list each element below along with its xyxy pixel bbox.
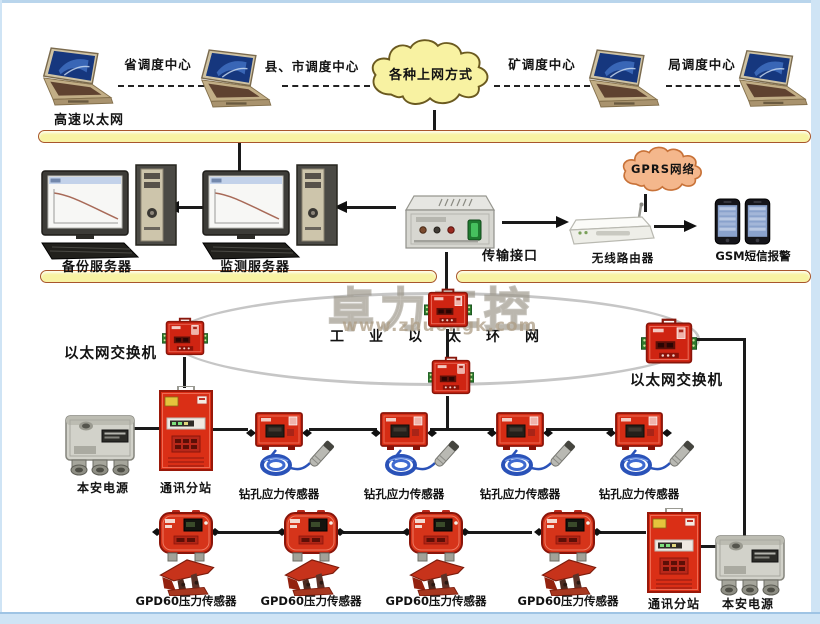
bus-line [218,531,280,534]
gsm-phone-icon [714,198,741,245]
dashed-link [118,85,204,87]
dashed-link [666,85,740,87]
leftswitch-to-substation-line [183,357,186,388]
dispatch-center-label: 局调度中心 [668,57,736,72]
power-supply-icon [64,410,136,478]
switch-right-label: 以太网交换机 [630,373,723,389]
pressure-sensor-label: GPD60压力传感器 [517,594,619,608]
stress-sensor-icon [371,409,475,481]
arrowhead-right [684,220,697,232]
stress-sensor-label: 钻孔应力传感器 [363,487,445,501]
arrowhead-right [556,216,569,228]
internet-cloud-label: 各种上网方式 [388,68,473,83]
backup-server-label: 备份服务器 [61,260,132,275]
backbone-label: 高速以太网 [54,113,125,128]
hydraulic-support-icon [540,558,598,596]
stress-sensor-label: 钻孔应力传感器 [479,487,561,501]
ring-switch-top-icon [424,288,472,331]
substation-icon [646,508,702,596]
gsm-alarm-label: GSM短信报警 [715,249,791,263]
hydraulic-support-icon [158,558,216,596]
power-right-label: 本安电源 [721,597,774,611]
stress-sensor-icon [246,409,350,481]
stress-sensor-label: 钻孔应力传感器 [598,487,680,501]
pressure-sensor-label: GPD60压力传感器 [135,594,237,608]
substation-right-label: 通讯分站 [647,597,700,611]
pressure-sensor-icon [152,510,220,562]
hydraulic-support-icon [283,558,341,596]
stress-sensor-label: 钻孔应力传感器 [238,487,320,501]
dashed-link [494,85,590,87]
ethernet-backbone-bar [38,130,811,143]
bus-line [600,531,646,534]
bus-line [430,428,494,431]
gsm-phone-icon [744,198,771,245]
bus-line [212,428,248,431]
backup-server-icon [40,163,190,263]
trans-to-ring-line [445,252,448,290]
ring-switch-bottom-icon [428,356,474,398]
ring-network-label: 工业以太环网 [330,326,564,346]
bus-line [700,545,716,548]
frame-right [811,0,820,624]
topswitch-to-bottomswitch-line [446,329,449,358]
dispatch-center-label: 县、市调度中心 [264,59,360,74]
cloud-to-bar-line [433,110,436,132]
bus-line [546,428,613,431]
power-left-label: 本安电源 [76,481,129,495]
underground-bus-bar-right [456,270,811,283]
substation-icon [158,386,214,474]
arrow-router-to-gsm [654,225,684,228]
monitoring-server-icon [201,163,351,263]
gprs-cloud-label: GPRS网络 [630,162,695,176]
laptop-icon [586,46,670,112]
hydraulic-support-icon [408,558,466,596]
bus-line [343,531,405,534]
transmission-interface-label: 传输接口 [482,249,539,264]
laptop-icon [736,47,818,111]
pressure-sensor-icon [534,510,602,562]
wireless-router-label: 无线路由器 [591,251,655,265]
stress-sensor-icon [487,409,591,481]
rightswitch-feed-hline [697,338,745,341]
switch-left-label: 以太网交换机 [64,346,157,362]
power-supply-icon [714,530,786,598]
arrow-trans-to-router [502,221,556,224]
underground-bus-bar-left [40,270,437,283]
bus-line [309,428,377,431]
stress-sensor-icon [606,409,710,481]
dispatch-center-label: 矿调度中心 [508,57,576,72]
arrow-trans-to-monitor [346,206,396,209]
pressure-sensor-icon [277,510,345,562]
pressure-sensor-label: GPD60压力传感器 [260,594,362,608]
laptop-icon [40,44,124,110]
dispatch-center-label: 省调度中心 [124,57,192,72]
bus-line [131,427,159,430]
bus-line [468,531,532,534]
pressure-sensor-label: GPD60压力传感器 [385,594,487,608]
bottomswitch-to-bus-line [446,396,449,430]
frame-left [0,0,2,624]
frame-top [0,0,820,3]
pressure-sensor-icon [402,510,470,562]
frame-bottom [0,612,820,624]
dashed-link [282,85,370,87]
rightswitch-feed-vline [743,338,746,536]
substation-left-label: 通讯分站 [159,481,212,495]
ethernet-switch-right-icon [641,318,697,368]
gprs-to-router-line [644,194,647,212]
wireless-router-icon [566,202,658,250]
bar-to-server-line [238,143,241,173]
ethernet-switch-left-icon [162,317,208,359]
monitoring-server-label: 监测服务器 [219,260,290,275]
